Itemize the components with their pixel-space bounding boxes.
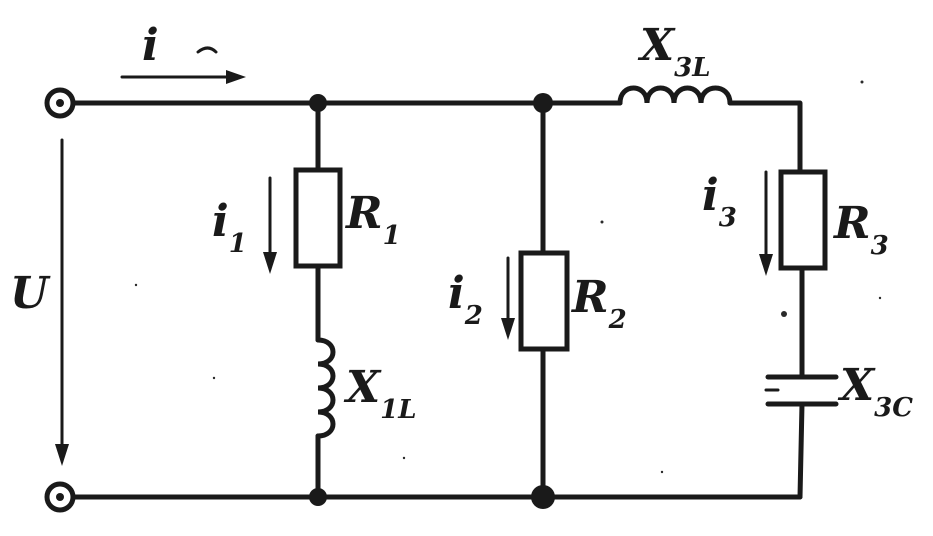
inductor-x3l xyxy=(617,85,733,106)
inductor-x1l xyxy=(315,337,336,439)
input-terminal-top xyxy=(44,87,76,119)
current-arrow-i xyxy=(120,70,246,84)
scan-specks xyxy=(134,80,882,474)
input-terminal-bottom xyxy=(44,481,76,513)
label-resistor-r3: R3 xyxy=(832,198,889,261)
top-wire-right xyxy=(727,100,803,175)
voltage-arrow-u xyxy=(55,138,69,466)
current-arrow-i3 xyxy=(759,170,773,276)
label-resistor-r1: R1 xyxy=(344,188,401,251)
label-current-i: i xyxy=(142,20,159,71)
label-inductor-x3l: X3L xyxy=(637,20,711,83)
capacitor-x3c xyxy=(764,374,839,407)
label-current-i1: i1 xyxy=(212,196,247,259)
label-current-i2: i2 xyxy=(448,268,483,331)
junction-node-top-2 xyxy=(533,93,553,113)
resistor-r1 xyxy=(293,167,343,269)
junction-node-top-1 xyxy=(309,94,327,112)
label-capacitor-x3c: X3C xyxy=(837,360,913,423)
current-i-mark xyxy=(196,46,218,54)
branch3-wire-bottom xyxy=(797,401,805,500)
current-arrow-i1 xyxy=(263,176,277,274)
label-current-i3: i3 xyxy=(702,170,737,233)
junction-node-bottom-2 xyxy=(531,485,555,509)
label-voltage-u: U xyxy=(10,268,51,319)
label-inductor-x1l: X1L xyxy=(343,362,417,425)
label-resistor-r2: R2 xyxy=(570,272,627,335)
resistor-r2 xyxy=(518,250,570,352)
wires xyxy=(71,100,805,500)
resistor-r3 xyxy=(778,169,828,271)
junction-node-bottom-1 xyxy=(309,488,327,506)
current-arrow-i2 xyxy=(501,256,515,340)
